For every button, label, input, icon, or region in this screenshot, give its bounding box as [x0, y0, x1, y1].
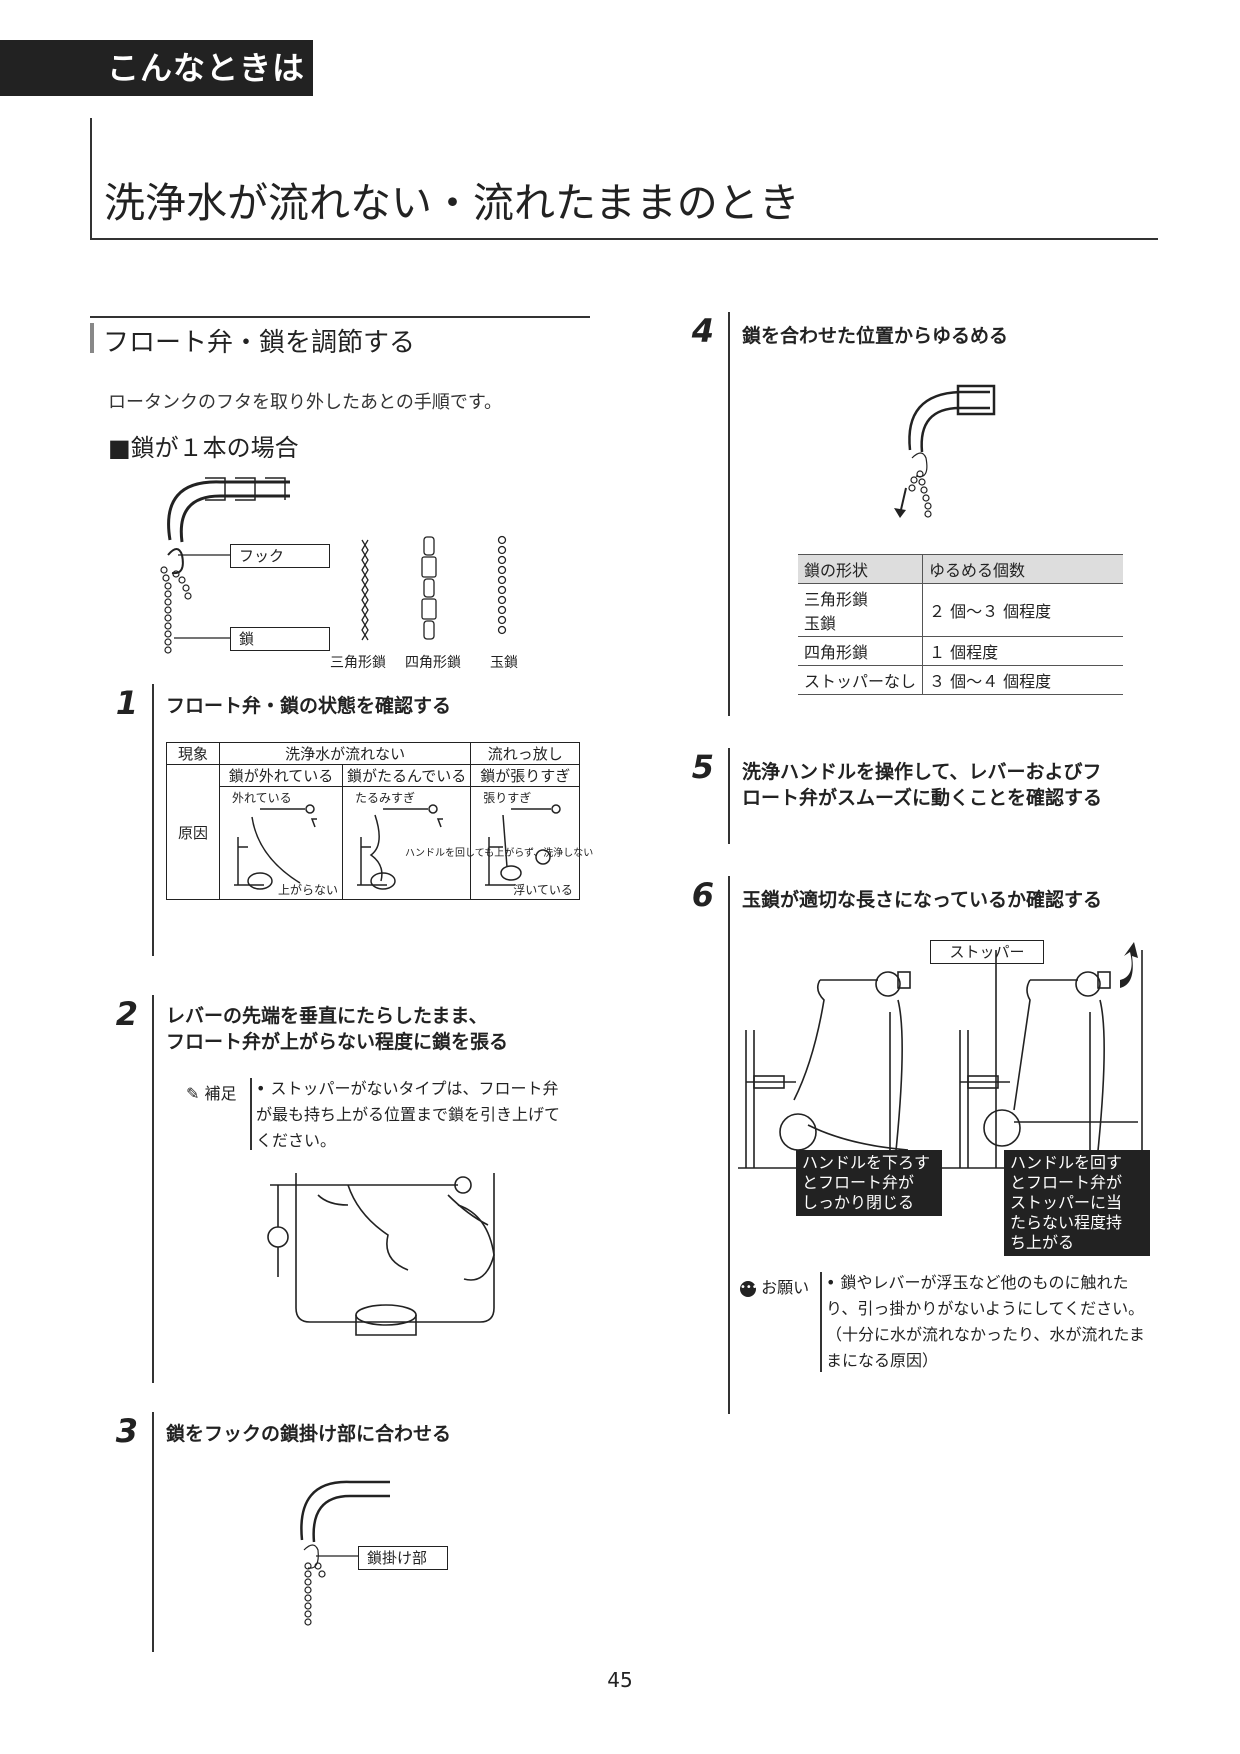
- step-1-rule: [152, 684, 154, 956]
- step-5-heading-l1: 洗浄ハンドルを操作して、レバーおよびフ: [742, 761, 1102, 783]
- fig-tight-bottom: 浮いている: [513, 883, 573, 897]
- row-count-3: ３ 個〜４ 個程度: [922, 665, 1123, 695]
- fig-slack-label: たるみすぎ: [355, 791, 416, 805]
- step-5-heading-l2: ロート弁がスムーズに動くことを確認する: [742, 787, 1103, 809]
- supplement-label-text: 補足: [204, 1084, 237, 1103]
- section-tick: [90, 323, 94, 353]
- hook-label: フック: [230, 544, 330, 568]
- step-3-number: 3: [115, 1412, 138, 1450]
- step-5-number: 5: [691, 748, 714, 786]
- stopper-label: ストッパー: [930, 940, 1044, 964]
- th-phenomenon: 現象: [166, 742, 220, 765]
- step-3-rule: [152, 1412, 154, 1652]
- title-rule-vertical: [90, 118, 92, 240]
- step-3-heading: 鎖をフックの鎖掛け部に合わせる: [166, 1423, 452, 1445]
- step-2-rule: [152, 995, 154, 1383]
- loosen-table: 鎖の形状 ゆるめる個数 三角形鎖玉鎖 ２ 個〜３ 個程度 四角形鎖 １ 個程度 …: [798, 554, 1123, 695]
- fig-detached-label: 外れている: [232, 791, 292, 805]
- supplement-label: ✎ 補足: [186, 1080, 237, 1104]
- page-title: 洗浄水が流れない・流れたままのとき: [104, 179, 800, 227]
- loosen-chain-illustration: [894, 384, 996, 518]
- row-shape-2: 四角形鎖: [798, 636, 923, 666]
- cause-table: 現象 洗浄水が流れない 流れっ放し 原因 鎖が外れている 鎖がたるんでいる 鎖が…: [166, 742, 594, 900]
- th-shape: 鎖の形状: [798, 554, 923, 584]
- row-count-2: １ 個程度: [922, 636, 1123, 666]
- section-title: フロート弁・鎖を調節する: [103, 328, 416, 358]
- step-4-number: 4: [691, 312, 714, 350]
- pencil-icon: ✎: [186, 1084, 200, 1103]
- fig-slack: たるみすぎ ハンドルを回しても上がらず、洗浄しない: [341, 786, 594, 900]
- step-6-number: 6: [691, 876, 714, 914]
- chain-type-ball: 玉鎖: [490, 655, 518, 671]
- section-tag: こんなときは: [0, 40, 313, 96]
- step-2-number: 2: [115, 995, 138, 1033]
- fig-tight-label: 張りすぎ: [483, 791, 532, 805]
- section-intro: ロータンクのフタを取り外したあとの手順です。: [108, 392, 503, 413]
- step-4-heading: 鎖を合わせた位置からゆるめる: [742, 325, 1009, 347]
- hook-chain-illustration: [160, 477, 290, 654]
- step-6-rule: [728, 876, 730, 1414]
- slack-illustration: [357, 804, 443, 890]
- ellipsis-circle-icon: •••: [740, 1280, 758, 1297]
- th-no-flow: 洗浄水が流れない: [218, 742, 472, 765]
- request-rule: [820, 1272, 822, 1372]
- chain-types-illustration: [361, 535, 507, 641]
- supplement-text: • ストッパーがないタイプは、フロート弁が最も持ち上がる位置まで鎖を引き上げてく…: [256, 1079, 561, 1150]
- chain-type-square: 四角形鎖: [405, 655, 461, 671]
- fig-detached: 外れている 上がらない: [219, 786, 343, 900]
- step-5-rule: [728, 748, 730, 844]
- th-cause: 原因: [166, 764, 220, 900]
- page-number: 45: [607, 1668, 633, 1692]
- float-valve-illustration: [738, 942, 1148, 1171]
- hook-catch-illustration: [300, 1480, 390, 1626]
- catch-label: 鎖掛け部: [358, 1546, 448, 1570]
- request-label: ••• お願い: [740, 1274, 809, 1298]
- closed-float-callout: ハンドルを下ろすとフロート弁がしっかり閉じる: [796, 1150, 942, 1216]
- detached-illustration: [234, 804, 317, 890]
- request-label-text: お願い: [761, 1278, 810, 1297]
- step-2-heading-l2: フロート弁が上がらない程度に鎖を張る: [166, 1031, 509, 1053]
- step-2-heading-l1: レバーの先端を垂直にたらしたまま、: [166, 1005, 488, 1027]
- fig-slack-note: ハンドルを回しても上がらず、洗浄しない: [405, 848, 594, 859]
- tank-adjust-illustration: [267, 1173, 495, 1336]
- cause-detached: 鎖が外れている: [219, 764, 343, 787]
- th-keeps-flowing: 流れっ放し: [470, 742, 581, 765]
- title-rule-horizontal: [90, 238, 1158, 240]
- lifted-float-callout: ハンドルを回すとフロート弁がストッパーに当たらない程度持ち上がる: [1004, 1150, 1150, 1256]
- cause-slack: 鎖がたるんでいる: [341, 764, 472, 787]
- cause-tight: 鎖が張りすぎ: [470, 764, 581, 787]
- row-count-1: ２ 個〜３ 個程度: [922, 583, 1123, 637]
- request-text: • 鎖やレバーが浮玉など他のものに触れたり、引っ掛かりがないようにしてください。…: [826, 1273, 1145, 1370]
- step-1-heading: フロート弁・鎖の状態を確認する: [166, 695, 452, 717]
- step-1-number: 1: [115, 684, 138, 722]
- th-count: ゆるめる個数: [922, 554, 1123, 584]
- row-shape-3: ストッパーなし: [798, 665, 923, 695]
- fig-detached-bottom: 上がらない: [278, 883, 339, 897]
- chain-type-triangle: 三角形鎖: [330, 655, 386, 671]
- chain-label: 鎖: [230, 627, 330, 651]
- section-rule: [90, 316, 590, 318]
- step-6-heading: 玉鎖が適切な長さになっているか確認する: [742, 889, 1103, 911]
- supplement-rule: [250, 1078, 252, 1150]
- step-4-rule: [728, 312, 730, 716]
- case-title: ■鎖が１本の場合: [108, 434, 299, 462]
- fig-tight: 張りすぎ 浮いている: [470, 786, 581, 900]
- tight-illustration: [485, 804, 562, 886]
- row-shape-1: 三角形鎖玉鎖: [798, 583, 923, 637]
